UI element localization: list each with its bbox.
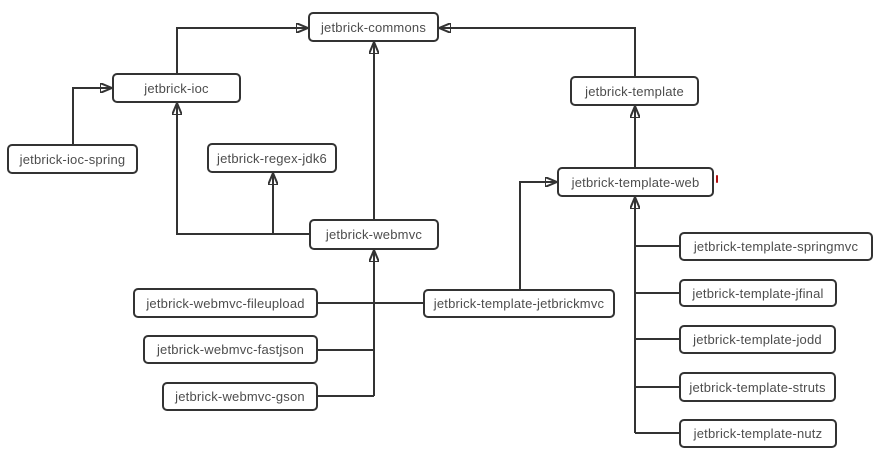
edge-jetbrick-template-to-jetbrick-commons bbox=[439, 28, 636, 76]
node-jetbrick-template-jetbrickmvc[interactable]: jetbrick-template-jetbrickmvc bbox=[423, 289, 615, 318]
edge-jetbrick-ioc-spring-to-jetbrick-ioc bbox=[72, 88, 112, 144]
node-jetbrick-ioc[interactable]: jetbrick-ioc bbox=[112, 73, 241, 103]
edge-jetbrick-ioc-to-jetbrick-commons bbox=[176, 28, 308, 73]
node-jetbrick-template[interactable]: jetbrick-template bbox=[570, 76, 699, 106]
node-jetbrick-template-jfinal[interactable]: jetbrick-template-jfinal bbox=[679, 279, 837, 307]
node-jetbrick-template-springmvc[interactable]: jetbrick-template-springmvc bbox=[679, 232, 873, 261]
red-caret-artifact bbox=[716, 175, 718, 183]
node-jetbrick-template-nutz[interactable]: jetbrick-template-nutz bbox=[679, 419, 837, 448]
node-jetbrick-regex-jdk6[interactable]: jetbrick-regex-jdk6 bbox=[207, 143, 337, 173]
edge-jetbrick-template-jetbrickmvc-to-jetbrick-template-web bbox=[519, 182, 557, 289]
node-jetbrick-template-jodd[interactable]: jetbrick-template-jodd bbox=[679, 325, 836, 354]
node-jetbrick-webmvc-fileupload[interactable]: jetbrick-webmvc-fileupload bbox=[133, 288, 318, 318]
node-jetbrick-webmvc[interactable]: jetbrick-webmvc bbox=[309, 219, 439, 250]
node-jetbrick-commons[interactable]: jetbrick-commons bbox=[308, 12, 439, 42]
node-jetbrick-template-web[interactable]: jetbrick-template-web bbox=[557, 167, 714, 197]
node-jetbrick-template-struts[interactable]: jetbrick-template-struts bbox=[679, 372, 836, 402]
node-jetbrick-webmvc-gson[interactable]: jetbrick-webmvc-gson bbox=[162, 382, 318, 411]
edge-jetbrick-webmvc-to-jetbrick-ioc bbox=[177, 103, 309, 235]
node-jetbrick-webmvc-fastjson[interactable]: jetbrick-webmvc-fastjson bbox=[143, 335, 318, 364]
node-jetbrick-ioc-spring[interactable]: jetbrick-ioc-spring bbox=[7, 144, 138, 174]
